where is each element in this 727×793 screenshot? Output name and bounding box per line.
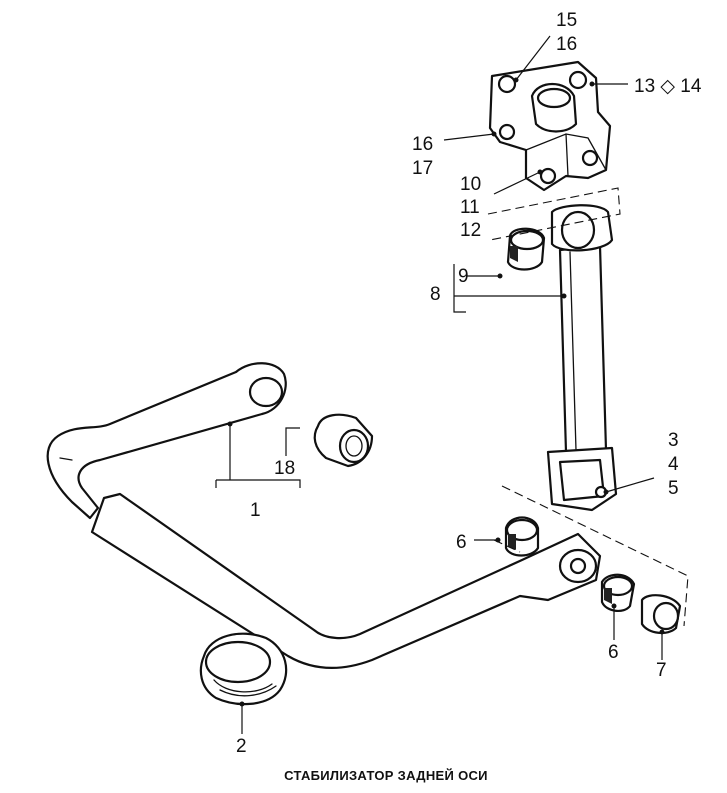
callout-7: 7 xyxy=(656,660,667,681)
bushing-18 xyxy=(313,413,374,468)
callout-6-right: 6 xyxy=(608,642,619,663)
callout-labels: 15 16 13 ◇ 14 16 17 10 11 12 9 8 3 4 5 1… xyxy=(236,10,702,757)
vertical-link-rod xyxy=(546,204,618,512)
callout-8: 8 xyxy=(430,284,441,305)
callout-16-side: 16 xyxy=(412,134,433,155)
callout-10: 10 xyxy=(460,174,481,195)
lower-bushing-7 xyxy=(640,594,682,634)
callout-4: 4 xyxy=(668,454,679,475)
upper-mounting-bracket xyxy=(488,60,612,192)
lower-bushing-6-right xyxy=(600,573,636,612)
leader-lines xyxy=(215,35,665,734)
callout-15: 15 xyxy=(556,10,577,31)
callout-5: 5 xyxy=(668,478,679,499)
lower-bushing-6-left xyxy=(504,516,540,557)
callout-18: 18 xyxy=(274,458,295,479)
callout-11: 11 xyxy=(460,197,480,218)
bushing-2 xyxy=(199,632,288,706)
callout-6-left: 6 xyxy=(456,532,467,553)
callout-3: 3 xyxy=(668,430,679,451)
callout-9: 9 xyxy=(458,266,469,287)
callout-1: 1 xyxy=(250,500,261,521)
callout-13-14: 13 ◇ 14 xyxy=(634,76,702,97)
callout-16-top: 16 xyxy=(556,34,577,55)
diagram-caption: СТАБИЛИЗАТОР ЗАДНЕЙ ОСИ xyxy=(284,768,488,783)
callout-12: 12 xyxy=(460,220,481,241)
callout-17: 17 xyxy=(412,158,433,179)
callout-2: 2 xyxy=(236,736,247,757)
upper-link-bushing xyxy=(506,227,546,271)
stabilizer-bar xyxy=(46,362,602,669)
